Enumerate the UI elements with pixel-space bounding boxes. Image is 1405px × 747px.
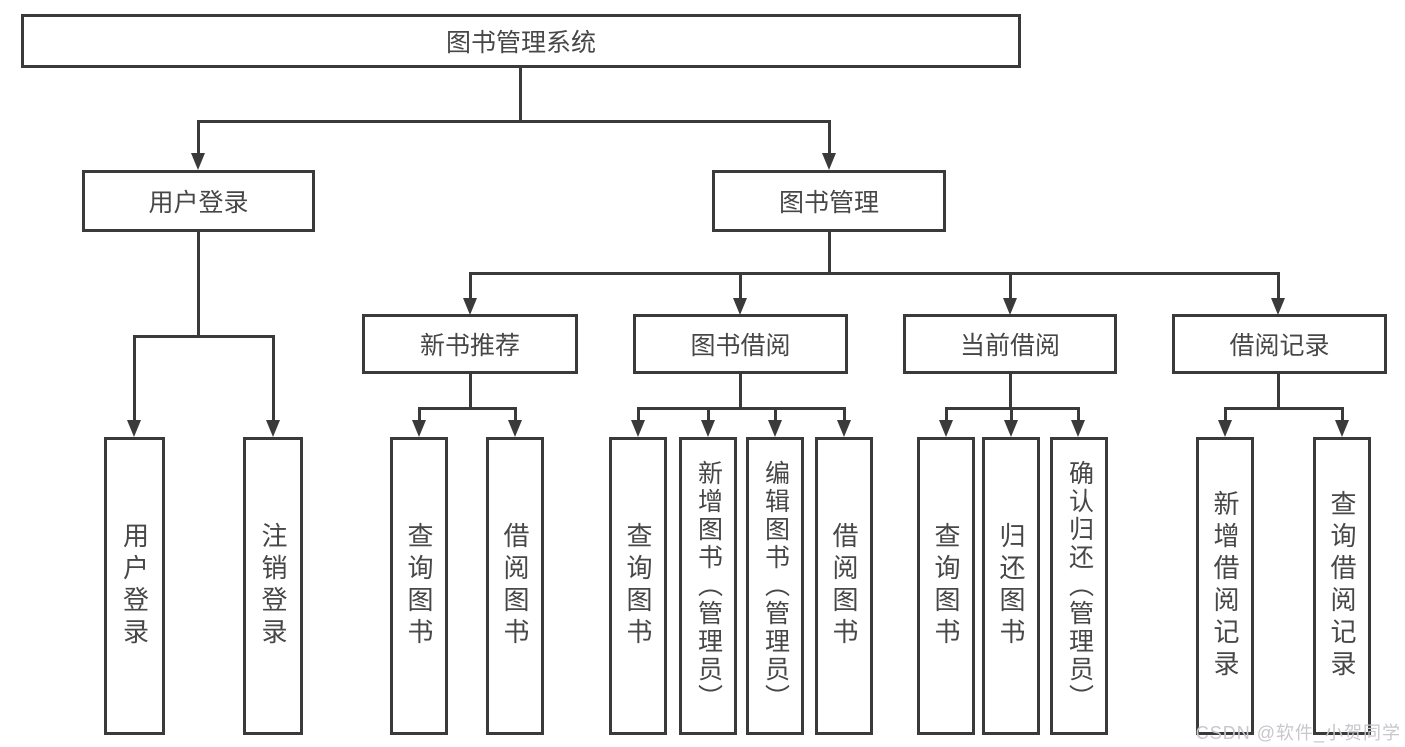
connector-line <box>197 232 200 337</box>
leaf-borrow-books: 借阅图书 <box>486 437 544 735</box>
arrowhead-icon <box>191 153 205 170</box>
leaf-edit-books-admin: 编辑图书（管理员） <box>746 437 804 735</box>
node-label: 查询图书 <box>404 522 434 650</box>
arrowhead-icon <box>939 420 953 437</box>
leaf-query-books: 查询图书 <box>917 437 975 735</box>
connector-line <box>843 407 846 422</box>
connector-line <box>1009 272 1012 300</box>
node-book-borrowing: 图书借阅 <box>633 314 848 374</box>
arrowhead-icon <box>631 420 645 437</box>
arrowhead-icon <box>266 420 280 437</box>
node-label: 查询图书 <box>623 522 653 650</box>
csdn-watermark: CSDN @软件_小贺同学 <box>1195 723 1401 743</box>
connector-line <box>197 120 831 123</box>
node-book-management: 图书管理 <box>712 170 946 232</box>
connector-line <box>739 374 742 409</box>
connector-line <box>469 272 472 300</box>
arrowhead-icon <box>1071 420 1085 437</box>
node-current-borrowing: 当前借阅 <box>903 314 1117 374</box>
leaf-query-books: 查询图书 <box>390 437 448 735</box>
arrowhead-icon <box>1004 420 1018 437</box>
arrowhead-icon <box>1335 420 1349 437</box>
arrowhead-icon <box>508 420 522 437</box>
connector-line <box>1277 374 1280 409</box>
arrowhead-icon <box>733 298 747 315</box>
node-label: 新增借阅记录 <box>1210 490 1240 682</box>
node-label: 归还图书 <box>996 522 1026 650</box>
connector-line <box>272 335 275 422</box>
arrowhead-icon <box>701 420 715 437</box>
node-label: 借阅图书 <box>829 522 859 650</box>
arrowhead-icon <box>463 298 477 315</box>
leaf-return-books: 归还图书 <box>982 437 1040 735</box>
node-label: 新增图书（管理员） <box>694 460 723 712</box>
connector-line <box>707 407 710 422</box>
connector-line <box>133 335 136 422</box>
leaf-user-login: 用户登录 <box>104 437 165 735</box>
node-borrowing-records: 借阅记录 <box>1172 314 1387 374</box>
connector-line <box>1341 407 1344 422</box>
connector-line <box>1009 374 1012 409</box>
node-label: 图书借阅 <box>690 332 791 360</box>
node-label: 新书推荐 <box>419 332 520 360</box>
connector-line <box>197 120 200 156</box>
leaf-logout: 注销登录 <box>243 437 303 735</box>
leaf-query-borrow-record: 查询借阅记录 <box>1313 437 1371 735</box>
leaf-confirm-return-admin: 确认归还（管理员） <box>1050 437 1108 735</box>
connector-line <box>1277 272 1280 300</box>
node-library-management-system: 图书管理系统 <box>21 14 1021 68</box>
connector-line <box>1224 407 1227 422</box>
connector-line <box>945 407 948 422</box>
arrowhead-icon <box>768 420 782 437</box>
connector-line <box>418 407 517 410</box>
connector-line <box>637 407 640 422</box>
connector-line <box>1010 407 1013 422</box>
connector-line <box>739 272 742 300</box>
connector-line <box>828 232 831 274</box>
node-label: 当前借阅 <box>959 332 1060 360</box>
node-label: 编辑图书（管理员） <box>761 460 790 712</box>
leaf-query-books: 查询图书 <box>609 437 667 735</box>
arrowhead-icon <box>1271 298 1285 315</box>
arrowhead-icon <box>412 420 426 437</box>
arrowhead-icon <box>1218 420 1232 437</box>
node-label: 用户登录 <box>148 189 249 217</box>
arrowhead-icon <box>822 153 836 170</box>
connector-line <box>774 407 777 422</box>
connector-line <box>133 335 274 338</box>
node-label: 注销登录 <box>258 522 288 650</box>
node-new-book-recommendation: 新书推荐 <box>362 314 578 374</box>
arrowhead-icon <box>837 420 851 437</box>
connector-line <box>514 407 517 422</box>
arrowhead-icon <box>1003 298 1017 315</box>
node-user-login: 用户登录 <box>82 170 315 232</box>
arrowhead-icon <box>127 420 141 437</box>
node-label: 借阅图书 <box>500 522 530 650</box>
node-label: 图书管理 <box>778 189 879 217</box>
connector-line <box>828 120 831 156</box>
leaf-add-books-admin: 新增图书（管理员） <box>679 437 737 735</box>
node-label: 查询借阅记录 <box>1327 490 1357 682</box>
connector-line <box>1077 407 1080 422</box>
connector-line <box>637 407 845 410</box>
node-label: 用户登录 <box>119 522 150 650</box>
leaf-add-borrow-record: 新增借阅记录 <box>1196 437 1254 735</box>
node-label: 查询图书 <box>931 522 961 650</box>
connector-line <box>469 374 472 409</box>
connector-line <box>1224 407 1343 410</box>
leaf-borrow-books: 借阅图书 <box>815 437 873 735</box>
node-label: 图书管理系统 <box>445 29 596 57</box>
connector-line <box>418 407 421 422</box>
connector-line <box>519 68 522 122</box>
connector-line <box>469 272 1280 275</box>
node-label: 借阅记录 <box>1229 332 1330 360</box>
node-label: 确认归还（管理员） <box>1065 460 1094 712</box>
